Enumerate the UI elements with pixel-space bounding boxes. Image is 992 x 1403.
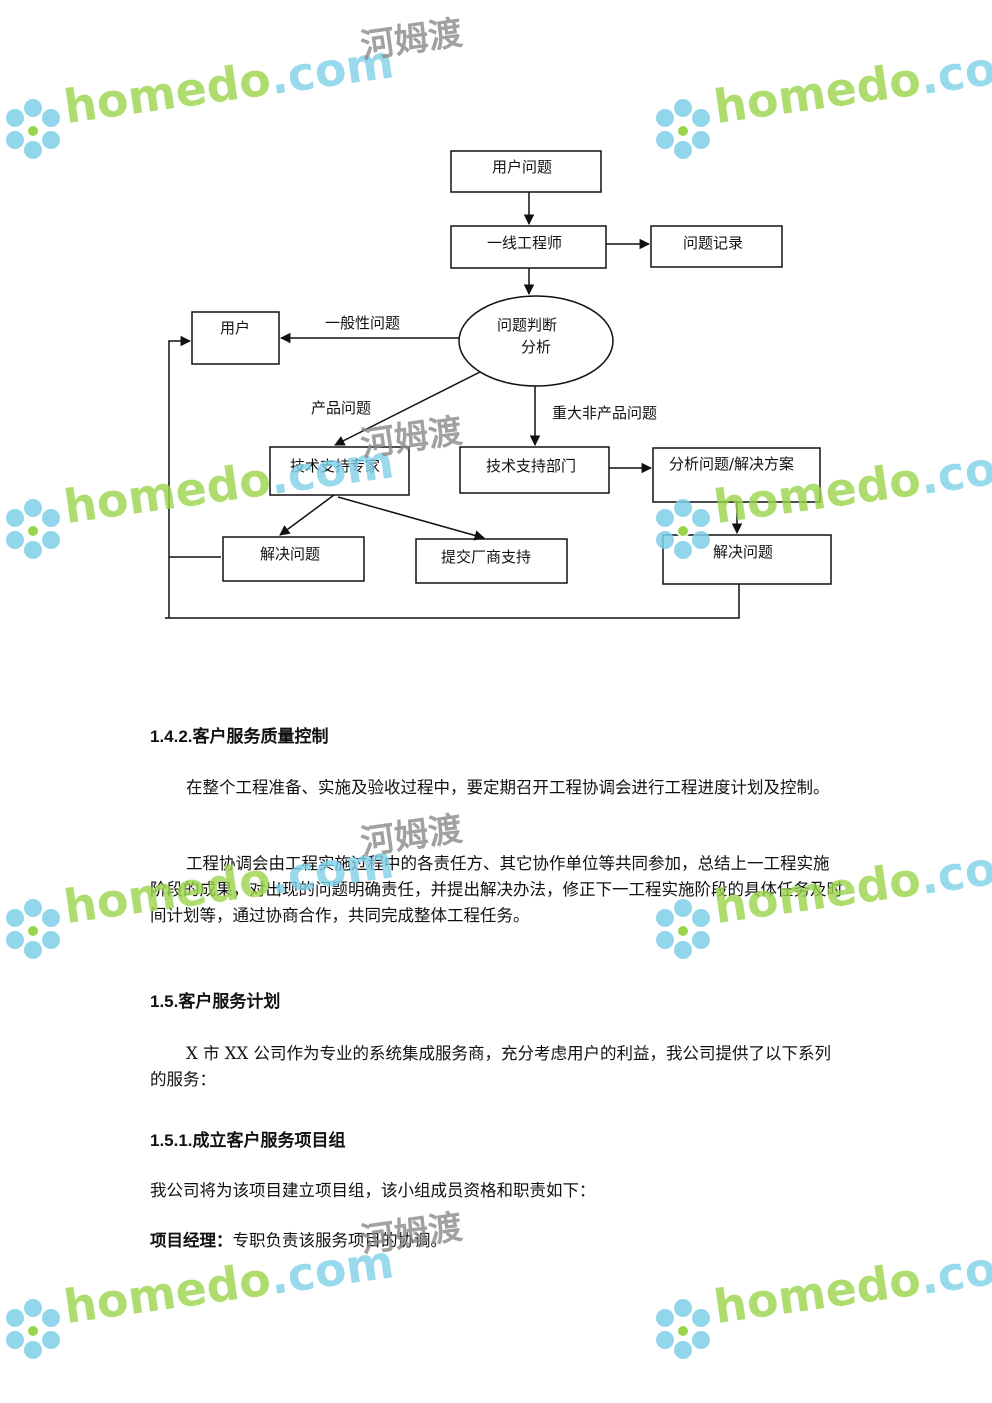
label-first-line-engineer: 一线工程师 — [487, 234, 563, 252]
label-analysis-solution: 分析问题/解决方案 — [669, 455, 795, 473]
paragraph-2-text: 工程协调会由工程实施过程中的各责任方、其它协作单位等共同参加，总结上一工程实施阶… — [150, 854, 843, 925]
flower-logo-icon — [656, 1299, 710, 1359]
node-user — [191, 311, 280, 365]
node-problem-record — [650, 225, 783, 268]
edge-judge-to-expert — [334, 371, 481, 446]
paragraph-3-text: X 市 XX 公司作为专业的系统集成服务商，充分考虑用户的利益，我公司提供了以下… — [150, 1044, 831, 1089]
node-solve-right — [662, 534, 832, 585]
label-vendor-support: 提交厂商支持 — [441, 548, 532, 566]
node-user-problem — [450, 150, 602, 193]
edge-label-product: 产品问题 — [311, 399, 372, 417]
node-vendor-support — [415, 538, 568, 584]
label-user-problem: 用户问题 — [492, 158, 553, 176]
heading-1-5: 1.5.客户服务计划 — [150, 992, 281, 1011]
paragraph-1-text: 在整个工程准备、实施及验收过程中，要定期召开工程协调会进行工程进度计划及控制。 — [186, 778, 830, 797]
label-judge-line1: 问题判断 — [497, 316, 558, 334]
label-tech-expert: 技术支持专家 — [290, 457, 381, 475]
paragraph-4: 我公司将为该项目建立项目组，该小组成员资格和职责如下： — [150, 1181, 596, 1200]
paragraph-5: 项目经理：专职负责该服务项目的协调。 — [150, 1228, 845, 1254]
label-solve-left: 解决问题 — [260, 545, 321, 563]
edge-label-major: 重大非产品问题 — [552, 404, 658, 422]
label-tech-dept: 技术支持部门 — [486, 457, 577, 475]
flower-logo-icon — [6, 1299, 60, 1359]
node-tech-dept — [459, 446, 610, 494]
project-manager-text: 专职负责该服务项目的协调。 — [232, 1231, 448, 1250]
paragraph-3: X 市 XX 公司作为专业的系统集成服务商，充分考虑用户的利益，我公司提供了以下… — [150, 1041, 845, 1093]
project-manager-label: 项目经理： — [150, 1231, 233, 1250]
label-judge-line2: 分析 — [521, 338, 552, 356]
paragraph-2: 工程协调会由工程实施过程中的各责任方、其它协作单位等共同参加，总结上一工程实施阶… — [150, 851, 845, 929]
edge-solve-right-feedback — [165, 584, 740, 619]
label-solve-right: 解决问题 — [713, 543, 774, 561]
heading-1-5-1: 1.5.1.成立客户服务项目组 — [150, 1131, 346, 1150]
node-judge — [458, 295, 614, 387]
flower-logo-icon — [6, 899, 60, 959]
heading-1-4-2: 1.4.2.客户服务质量控制 — [150, 727, 329, 746]
edge-feedback-to-user — [168, 335, 192, 618]
flowchart — [165, 150, 832, 619]
edge-expert-to-solve — [279, 494, 335, 536]
paragraph-1: 在整个工程准备、实施及验收过程中，要定期召开工程协调会进行工程进度计划及控制。 — [150, 775, 845, 801]
edge-label-general: 一般性问题 — [325, 314, 401, 332]
edge-expert-to-vendor — [337, 496, 486, 541]
node-tech-expert — [269, 446, 410, 496]
label-problem-record: 问题记录 — [683, 234, 744, 252]
node-solve-left — [222, 536, 365, 582]
label-user: 用户 — [220, 319, 251, 337]
